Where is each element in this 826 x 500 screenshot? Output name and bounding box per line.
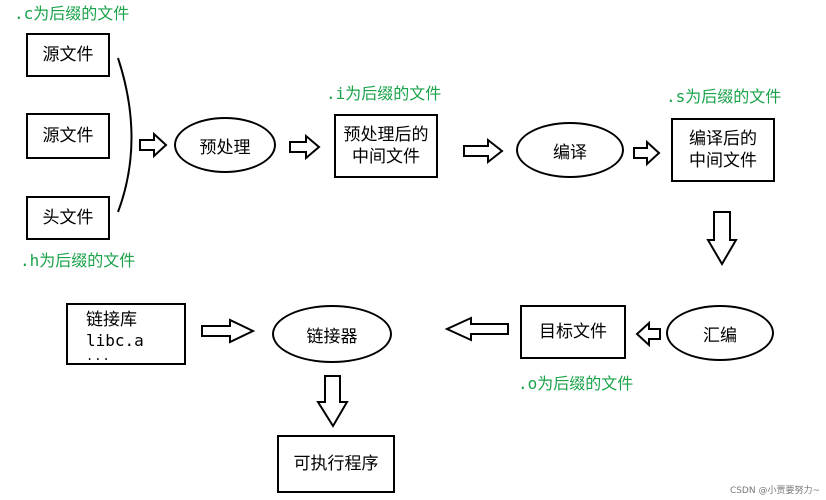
arrow-linker-to-executable [316, 375, 349, 428]
preprocessed-label-line2: 中间文件 [352, 147, 420, 167]
preprocess-ellipse: 预处理 [174, 117, 276, 173]
i-suffix-note: .i为后缀的文件 [326, 84, 442, 103]
source-file-box-2: 源文件 [26, 113, 110, 159]
c-suffix-note: .c为后缀的文件 [14, 4, 130, 23]
arrow-preprocessed-to-compile [463, 137, 504, 165]
executable-label: 可执行程序 [293, 454, 379, 474]
h-suffix-note: .h为后缀的文件 [20, 251, 136, 270]
compiled-label-line1: 编译后的 [689, 129, 757, 149]
compile-ellipse: 编译 [516, 122, 624, 178]
linker-ellipse: 链接器 [272, 305, 392, 363]
arrow-compiled-to-assemble [706, 211, 738, 266]
library-item: libc.a [86, 331, 144, 350]
arrow-preprocess-to-preprocessed [289, 133, 321, 161]
o-suffix-note: .o为后缀的文件 [518, 374, 634, 393]
arrow-object-to-linker [444, 316, 509, 342]
compile-label: 编译 [553, 142, 587, 163]
arrow-inputs-to-preprocess [139, 131, 168, 159]
watermark: CSDN @小贾要努力~ [729, 486, 820, 496]
object-file-label: 目标文件 [539, 322, 607, 342]
input-group-bracket [117, 57, 133, 213]
preprocess-label: 预处理 [199, 137, 251, 158]
header-file-box: 头文件 [26, 196, 110, 240]
preprocessed-file-box: 预处理后的 中间文件 [334, 114, 438, 178]
source-file-box-1: 源文件 [26, 33, 110, 77]
source-file-label-1: 源文件 [42, 45, 94, 65]
library-box: 链接库 libc.a ... [66, 303, 186, 365]
executable-box: 可执行程序 [277, 435, 395, 493]
linker-label: 链接器 [306, 326, 358, 347]
assemble-ellipse: 汇编 [666, 305, 774, 361]
source-file-label-2: 源文件 [42, 126, 94, 146]
compiled-label-line2: 中间文件 [689, 151, 757, 171]
library-title: 链接库 [86, 310, 137, 330]
arrow-compile-to-compiled [633, 139, 661, 167]
s-suffix-note: .s为后缀的文件 [666, 87, 782, 106]
object-file-box: 目标文件 [520, 305, 626, 359]
library-more: ... [86, 349, 111, 363]
arrow-library-to-linker [201, 318, 256, 344]
compiled-file-box: 编译后的 中间文件 [671, 118, 775, 182]
arrow-assemble-to-object [635, 320, 661, 348]
header-file-label: 头文件 [42, 208, 94, 228]
preprocessed-label-line1: 预处理后的 [343, 125, 429, 145]
assemble-label: 汇编 [703, 325, 737, 346]
